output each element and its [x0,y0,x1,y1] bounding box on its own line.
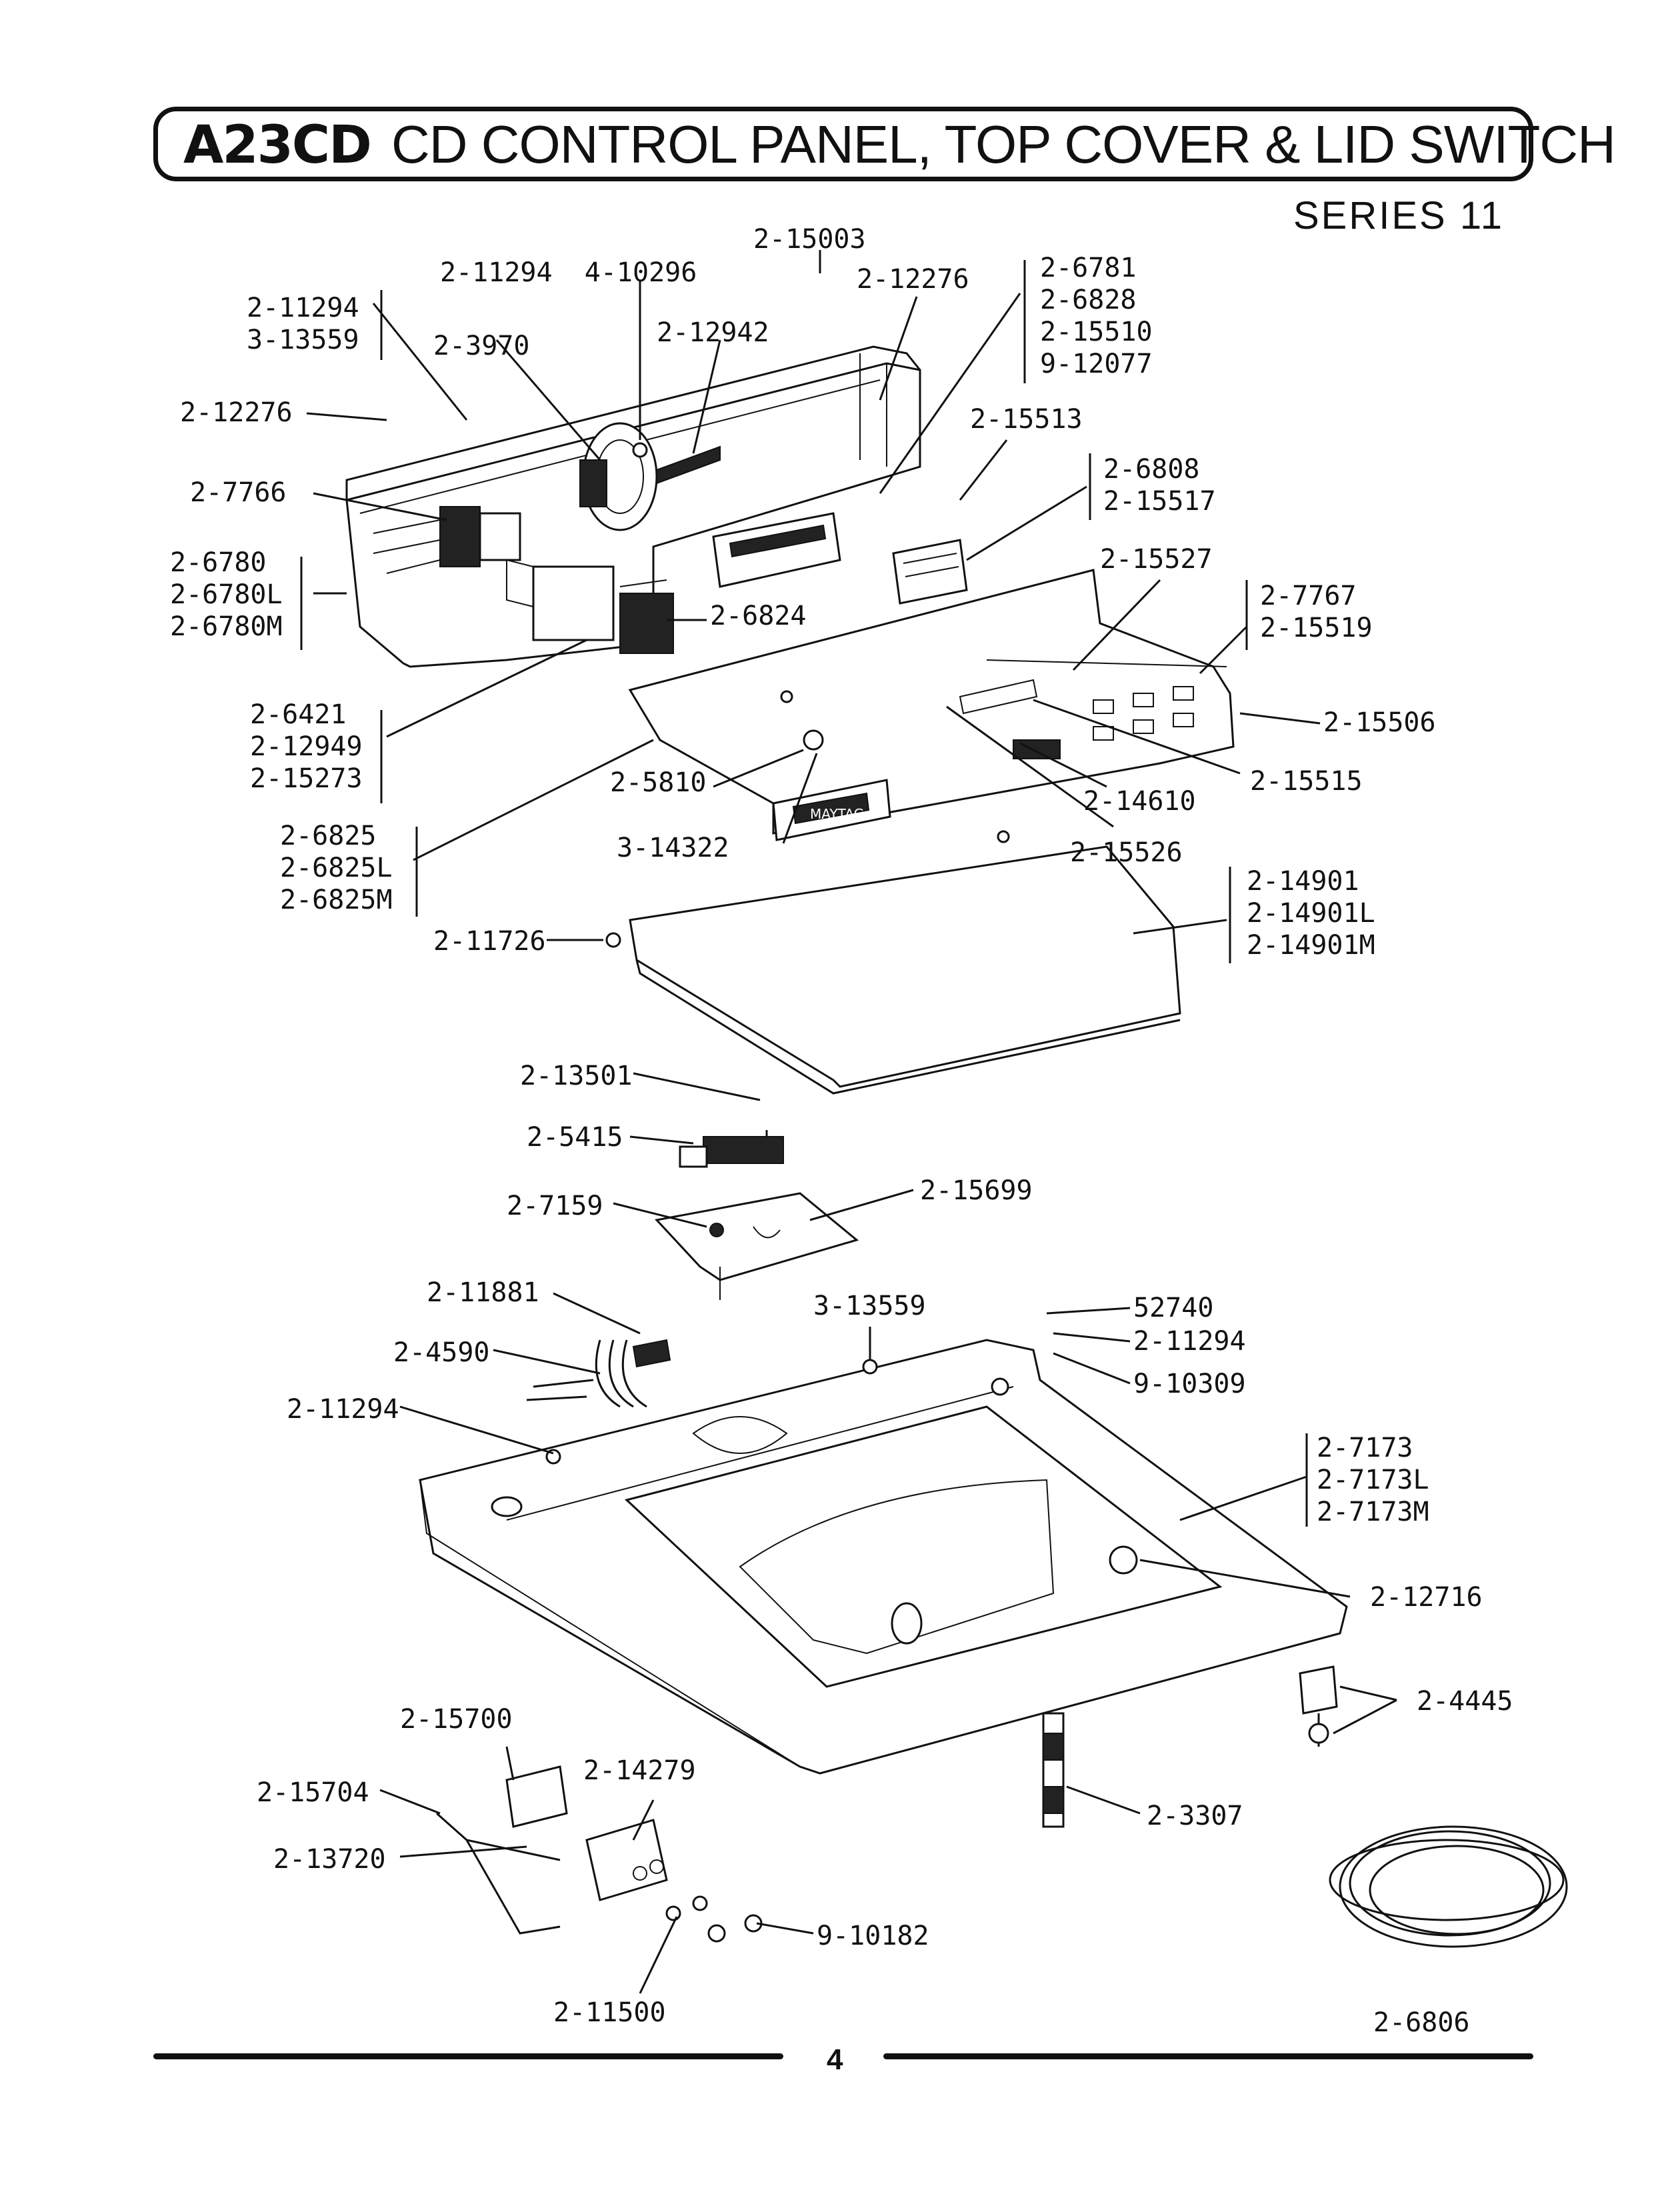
callout-2-7159: 2-7159 [507,1191,603,1221]
top-lid [629,830,1181,1095]
title-frame: A23CD CD CONTROL PANEL, TOP COVER & LID … [153,107,1616,181]
callout-2-5415: 2-5415 [527,1122,623,1153]
callout-2-11294-4-10296: 2-11294 4-10296 [440,257,697,288]
lid-switch-parts [655,1130,859,1300]
callout-2-13501: 2-13501 [520,1061,633,1091]
callout-2-11726: 2-11726 [433,926,546,957]
callout-2-7766: 2-7766 [190,477,287,508]
power-cord-clamp [526,1339,671,1408]
callout-2-12276-top: 2-12276 [857,264,969,295]
callout-2-11294-left: 2-11294 [287,1394,399,1425]
footer-rule-left [153,2053,783,2059]
callout-2-14279: 2-14279 [583,1755,696,1786]
callout-2-13720: 2-13720 [273,1844,386,1875]
callout-2-15699: 2-15699 [920,1175,1033,1206]
callout-group-2-11294-3-13559: 2-11294 3-13559 [247,293,359,355]
hinge-pin [1042,1712,1065,1828]
callout-2-15506: 2-15506 [1323,707,1436,738]
callout-group-2-7173: 2-7173 2-7173L 2-7173M [1317,1433,1429,1527]
page-title: CD CONTROL PANEL, TOP COVER & LID SWITCH [391,115,1616,174]
callout-2-6824: 2-6824 [710,601,807,631]
footer-rule-right [883,2053,1533,2059]
callout-group-2-6825: 2-6825 2-6825L 2-6825M [280,821,393,915]
callout-2-12942: 2-12942 [657,317,769,348]
wiring-harness [1329,1825,1568,1948]
callout-group-2-7767: 2-7767 2-15519 [1260,581,1373,643]
callout-2-6806: 2-6806 [1373,2007,1470,2038]
callout-2-11500: 2-11500 [553,1997,666,2028]
timer-assembly [579,422,721,531]
callout-2-12276-left: 2-12276 [180,397,293,428]
callout-group-2-6780: 2-6780 2-6780L 2-6780M [170,547,283,642]
page-number: 4 [827,2043,843,2076]
callout-2-4590: 2-4590 [393,1337,490,1368]
callout-52740: 52740 [1133,1293,1214,1323]
maytag-nameplate [772,779,891,841]
callout-group-2-14901: 2-14901 2-14901L 2-14901M [1247,866,1375,961]
nameplate-text: MAYTAG [810,806,864,822]
cover-clip [1299,1665,1338,1747]
callout-2-14610: 2-14610 [1083,786,1196,817]
callout-2-12716: 2-12716 [1370,1582,1483,1613]
lid-bumper [605,932,621,948]
callout-2-15527: 2-15527 [1100,544,1213,575]
callout-2-5810: 2-5810 [610,767,707,798]
callout-2-11294-right: 2-11294 [1133,1326,1246,1357]
push-switch-assembly [506,559,674,654]
callout-brackets [300,260,1308,1527]
left-switch-block [373,506,521,574]
display-board [712,512,968,605]
callout-2-3307: 2-3307 [1147,1801,1243,1831]
callout-9-10309: 9-10309 [1133,1369,1246,1399]
leader-lines [306,250,1397,1994]
callout-2-3970: 2-3970 [433,331,530,361]
callout-3-13559: 3-13559 [813,1291,926,1321]
top-cover [419,1339,1348,1775]
callout-2-15513: 2-15513 [970,404,1083,435]
callout-2-15526: 2-15526 [1070,837,1183,868]
callout-2-15003: 2-15003 [753,224,866,255]
callout-group-2-6781: 2-6781 2-6828 2-15510 9-12077 [1040,253,1153,379]
callout-2-4445: 2-4445 [1417,1686,1513,1717]
callout-group-2-6421: 2-6421 2-12949 2-15273 [250,699,363,794]
lid-switch-actuator [436,1765,763,1943]
series-label: SERIES 11 [1293,194,1505,237]
callout-2-11881: 2-11881 [427,1277,539,1308]
callout-group-2-6808: 2-6808 2-15517 [1103,454,1216,517]
callout-9-10182: 9-10182 [817,1921,929,1951]
callout-2-15515: 2-15515 [1250,766,1363,797]
control-panel-fascia [628,569,1235,835]
callout-2-15704: 2-15704 [257,1777,369,1808]
section-code: A23CD [183,115,372,175]
callout-3-14322: 3-14322 [617,833,729,863]
callout-2-15700: 2-15700 [400,1704,513,1735]
